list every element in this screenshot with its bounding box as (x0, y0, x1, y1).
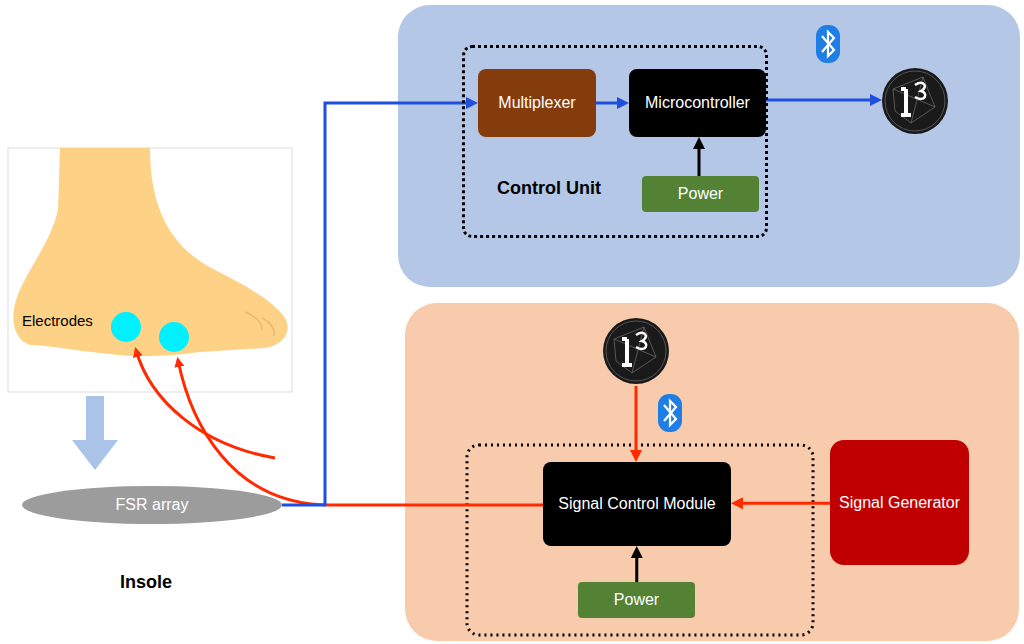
process-box: Signal Generator (830, 440, 969, 565)
process-box: Multiplexer (478, 69, 596, 137)
part-label: Electrodes (22, 312, 93, 329)
stimulation-panel (405, 303, 1019, 641)
control-panel (398, 5, 1020, 287)
connector-arrow (282, 97, 478, 505)
box-label: Signal Generator (839, 494, 960, 512)
software-logo (603, 318, 669, 384)
bluetooth-icon (816, 25, 840, 63)
down-arrow (72, 396, 118, 470)
bluetooth-icon (658, 394, 682, 432)
control-unit-box: Control Unit Multiplexer MicrocontrollerPo… (462, 45, 768, 238)
box-label: Signal Control Module (558, 495, 715, 513)
process-box: Signal Control Module (543, 462, 731, 546)
toe-lines (245, 312, 274, 336)
software-logo (882, 68, 948, 134)
connector-arrow (731, 497, 830, 509)
box-label: Power (614, 591, 659, 609)
foot-shape (13, 148, 287, 356)
box-label: FSR array (116, 496, 189, 514)
box-label: Microcontroller (645, 94, 750, 112)
electrode (159, 322, 189, 352)
module-boundary (467, 445, 813, 635)
stimulation-wire (136, 350, 275, 458)
box-label: Power (678, 185, 723, 203)
foot-frame (8, 148, 292, 392)
connector-arrow (631, 546, 643, 582)
box-label: Multiplexer (498, 94, 575, 112)
data-wire (635, 386, 638, 452)
arrowhead (630, 450, 642, 462)
process-box: Microcontroller (629, 69, 766, 137)
process-box: Power (578, 582, 695, 618)
connector-arrow (693, 137, 705, 176)
arrowhead (870, 94, 882, 106)
electrode (111, 312, 141, 342)
connector-arrow (596, 97, 629, 109)
data-wire (763, 99, 872, 102)
part-name: Insole (120, 572, 172, 593)
process-box: FSR array (22, 486, 282, 524)
unit-heading: Control Unit (497, 178, 601, 199)
process-box: Power (642, 176, 759, 212)
stimulation-wire (178, 360, 543, 505)
